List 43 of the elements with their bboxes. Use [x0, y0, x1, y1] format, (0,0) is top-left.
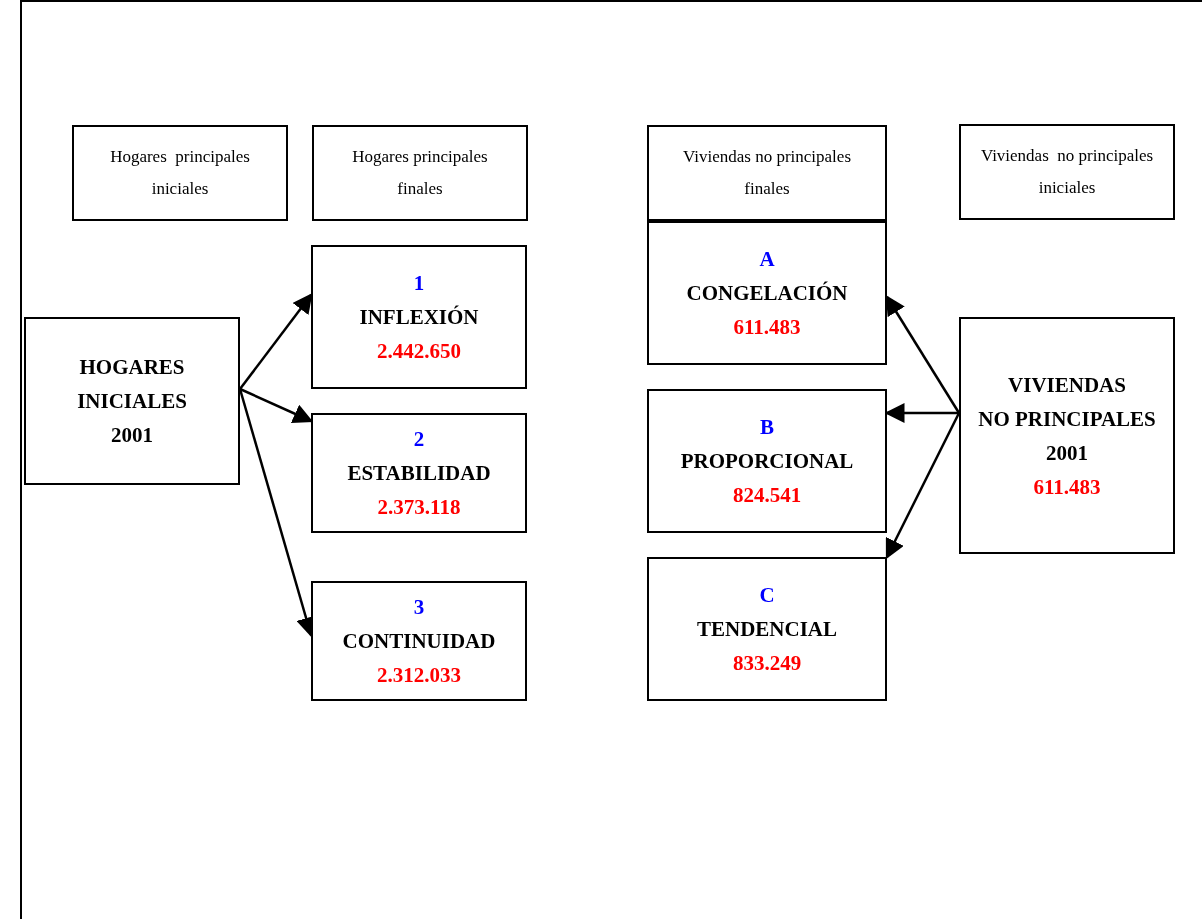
header-label: Viviendas no principales finales	[682, 146, 852, 200]
box-label: 2.312.033	[377, 663, 461, 687]
header-box	[312, 125, 528, 221]
box-label: INFLEXIÓN	[359, 305, 479, 329]
box-label: 2.373.118	[377, 495, 461, 519]
box-label: VIVIENDAS	[1008, 372, 1126, 397]
header-box	[72, 125, 288, 221]
header-box	[647, 125, 887, 221]
source-box	[24, 317, 240, 485]
box-label: 2001	[111, 423, 153, 447]
scenario-letter: 1	[413, 271, 425, 295]
scenario-box	[311, 245, 527, 389]
scenario-box	[311, 413, 527, 533]
scenario-letter: A	[759, 247, 775, 271]
box-label: 833.249	[732, 651, 802, 675]
scenario-letter: 3	[413, 595, 425, 619]
box-label: 611.483	[733, 315, 801, 339]
scenario-letter: C	[759, 583, 775, 607]
box-label: TENDENCIAL	[697, 617, 837, 641]
header-box	[959, 124, 1175, 220]
box-label: HOGARES	[79, 355, 185, 379]
box-label: 2001	[1046, 440, 1088, 465]
box-label: NO PRINCIPALES	[978, 406, 1156, 431]
box-label: PROPORCIONAL	[680, 449, 854, 473]
scenario-box	[647, 557, 887, 701]
box-label: 2.442.650	[377, 339, 461, 363]
header-label: Hogares principales iniciales	[109, 146, 251, 200]
box-label: INICIALES	[77, 389, 187, 413]
box-label: CONTINUIDAD	[342, 629, 496, 653]
header-label: Hogares principales finales	[351, 146, 489, 200]
scenario-box	[647, 389, 887, 533]
box-label: 824.541	[732, 483, 802, 507]
scenario-box	[647, 221, 887, 365]
scenario-letter: B	[760, 415, 774, 439]
scenario-box	[311, 581, 527, 701]
header-label: Viviendas no principales iniciales	[979, 145, 1155, 199]
box-label: CONGELACIÓN	[686, 281, 848, 305]
scenario-letter: 2	[413, 427, 425, 451]
box-label: 611.483	[1033, 474, 1101, 499]
source-box	[959, 317, 1175, 554]
arrow	[885, 412, 961, 560]
box-label: ESTABILIDAD	[347, 461, 491, 485]
arrow	[239, 293, 313, 390]
